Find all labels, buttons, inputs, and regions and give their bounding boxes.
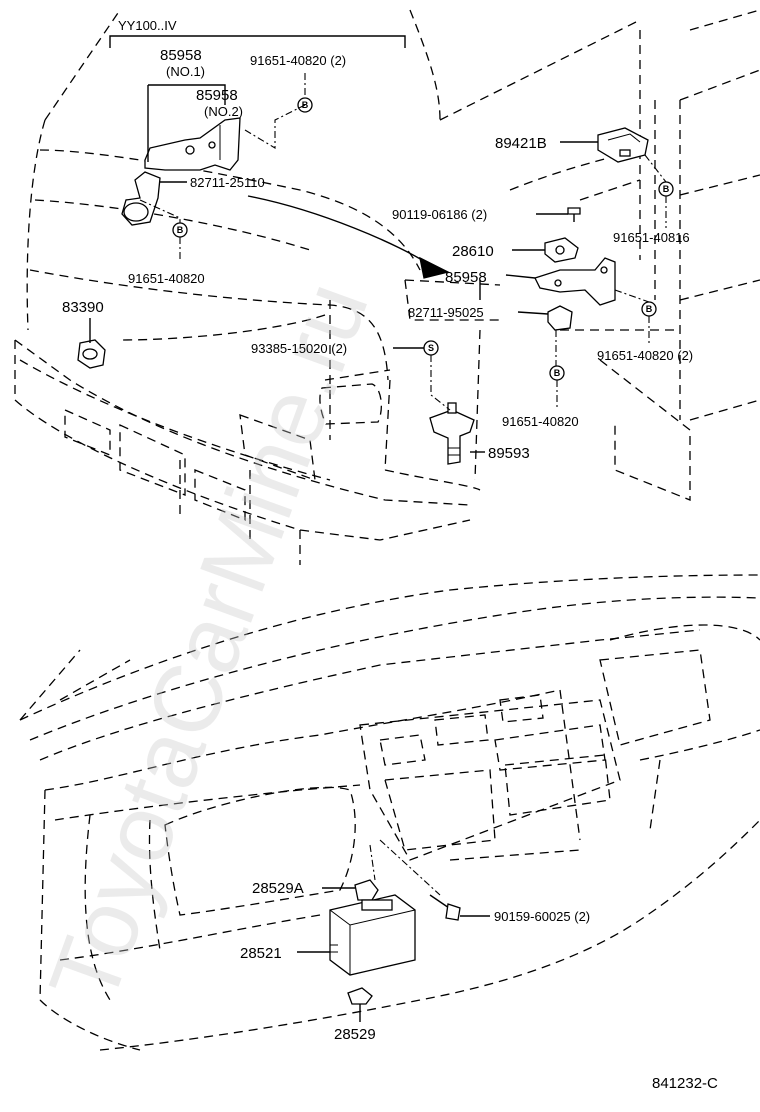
marker-s-1: S <box>423 340 439 356</box>
svg-text:B: B <box>646 304 653 314</box>
part-label-90159-60025: 90159-60025 (2) <box>494 909 590 924</box>
part-83390-sensor <box>77 339 106 369</box>
part-label-28610: 28610 <box>452 243 494 260</box>
marker-b-5: B <box>549 365 565 381</box>
part-label-28529: 28529 <box>334 1026 376 1043</box>
part-82711-25110-clamp <box>121 171 161 226</box>
watermark-text: ToyotaCarMine.ru <box>29 269 389 1018</box>
leader-lines-bottom <box>297 839 490 1022</box>
part-label-91651-40820-2-top: 91651-40820 (2) <box>250 53 346 68</box>
leader-lines-top <box>89 72 667 453</box>
svg-text:B: B <box>302 100 309 110</box>
part-label-90119-06186: 90119-06186 (2) <box>392 207 487 222</box>
part-label-28529a: 28529A <box>252 880 304 897</box>
part-label-85958-no1: 85958 <box>160 47 202 64</box>
marker-b-2: B <box>172 222 188 238</box>
part-label-82711-25110: 82711-25110 <box>190 175 265 190</box>
part-label-91651-40820-2-right: 91651-40820 (2) <box>597 348 693 363</box>
part-82711-95025-clamp <box>547 305 573 331</box>
part-label-85958-no2: 85958 <box>196 87 238 104</box>
part-label-91651-40816: 91651-40816 <box>613 230 690 245</box>
part-28529a-clip <box>354 879 379 901</box>
svg-text:B: B <box>177 225 184 235</box>
part-85958-bracket-right <box>534 257 616 306</box>
part-90159-60025-screw <box>429 894 461 921</box>
truck-front-outline <box>14 9 760 565</box>
svg-text:B: B <box>554 368 561 378</box>
part-label-85958-right: 85958 <box>445 269 487 286</box>
part-label-93385-15020: 93385-15020 (2) <box>251 341 347 356</box>
part-label-89421b: 89421B <box>495 135 547 152</box>
part-label-91651-40820-mid: 91651-40820 <box>502 414 579 429</box>
part-28610-sensor <box>544 237 579 263</box>
figure-code: 841232-C <box>652 1075 718 1092</box>
part-28529-clip <box>347 987 373 1005</box>
part-label-28521: 28521 <box>240 945 282 962</box>
part-label-91651-40820-left: 91651-40820 <box>128 271 205 286</box>
part-89593-sensor <box>429 402 475 465</box>
sub-label-no2: (NO.2) <box>204 104 243 119</box>
svg-text:S: S <box>428 343 434 353</box>
part-label-89593: 89593 <box>488 445 530 462</box>
part-85958-bracket-no1-no2 <box>144 117 241 171</box>
variant-label: YY100..IV <box>118 18 177 33</box>
part-label-83390: 83390 <box>62 299 104 316</box>
part-label-82711-95025: 82711-95025 <box>408 305 484 320</box>
marker-b-3: B <box>658 181 674 197</box>
part-28521-module <box>329 894 416 976</box>
part-90119-06186-bolt <box>567 207 581 222</box>
variant-bracket <box>109 35 406 48</box>
marker-b-4: B <box>641 301 657 317</box>
labels: YY100..IV 85958 (NO.1) 85958 (NO.2) 9165… <box>62 18 718 1092</box>
sub-label-no1: (NO.1) <box>166 64 205 79</box>
svg-text:B: B <box>663 184 670 194</box>
dashboard-outline <box>19 574 760 1051</box>
